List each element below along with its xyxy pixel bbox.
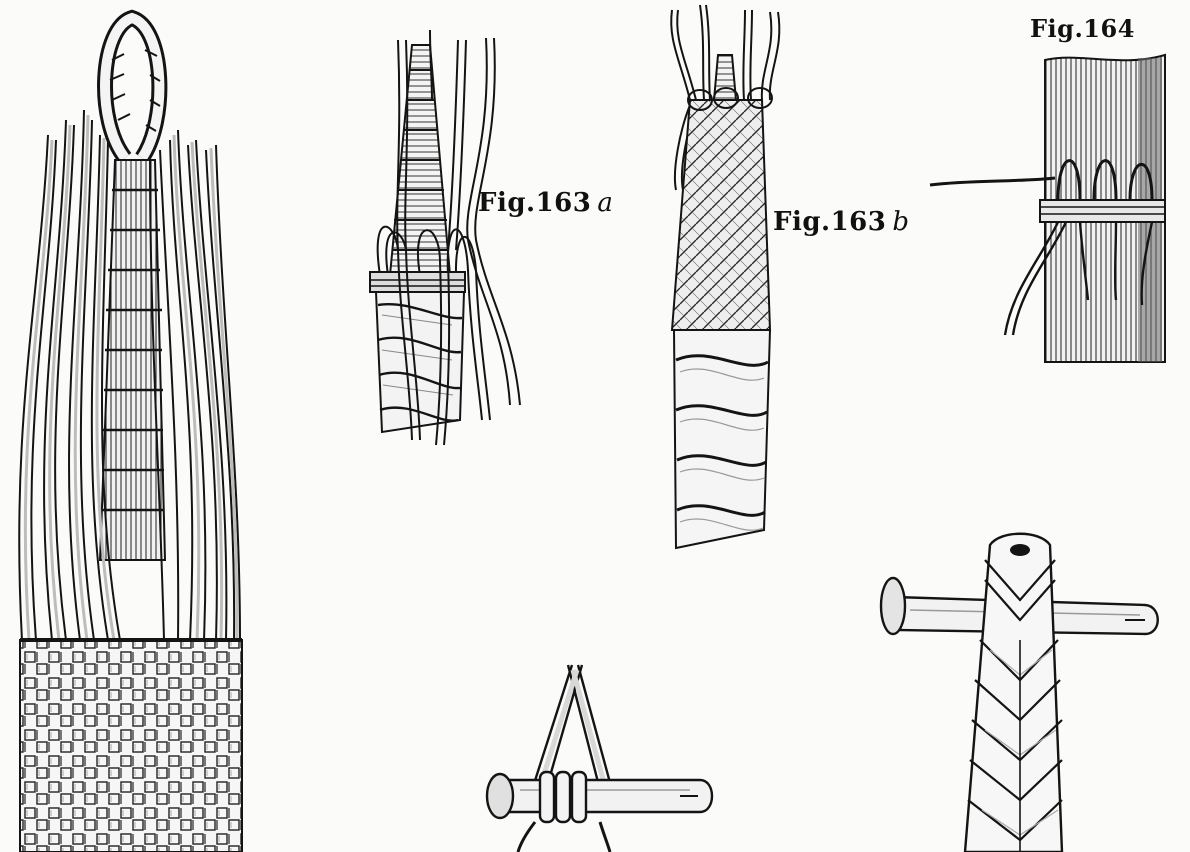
fig-163a-text: Fig.163 xyxy=(478,188,591,218)
fig-163b-text: Fig.163 xyxy=(773,207,886,237)
fig-163a-suffix: a xyxy=(597,188,613,218)
fig-164-text: Fig.164 xyxy=(1030,14,1135,43)
fig-164-figure xyxy=(930,55,1165,362)
fig-163a-figure xyxy=(370,30,520,445)
fig-163b-figure xyxy=(671,5,779,548)
eye-splice-figure xyxy=(19,18,242,852)
plaited-eye-figure xyxy=(881,534,1158,852)
toggle-pin-figure xyxy=(487,665,712,852)
fig-164-label: Fig.164 xyxy=(1030,14,1135,43)
fig-163b-suffix: b xyxy=(892,207,909,237)
